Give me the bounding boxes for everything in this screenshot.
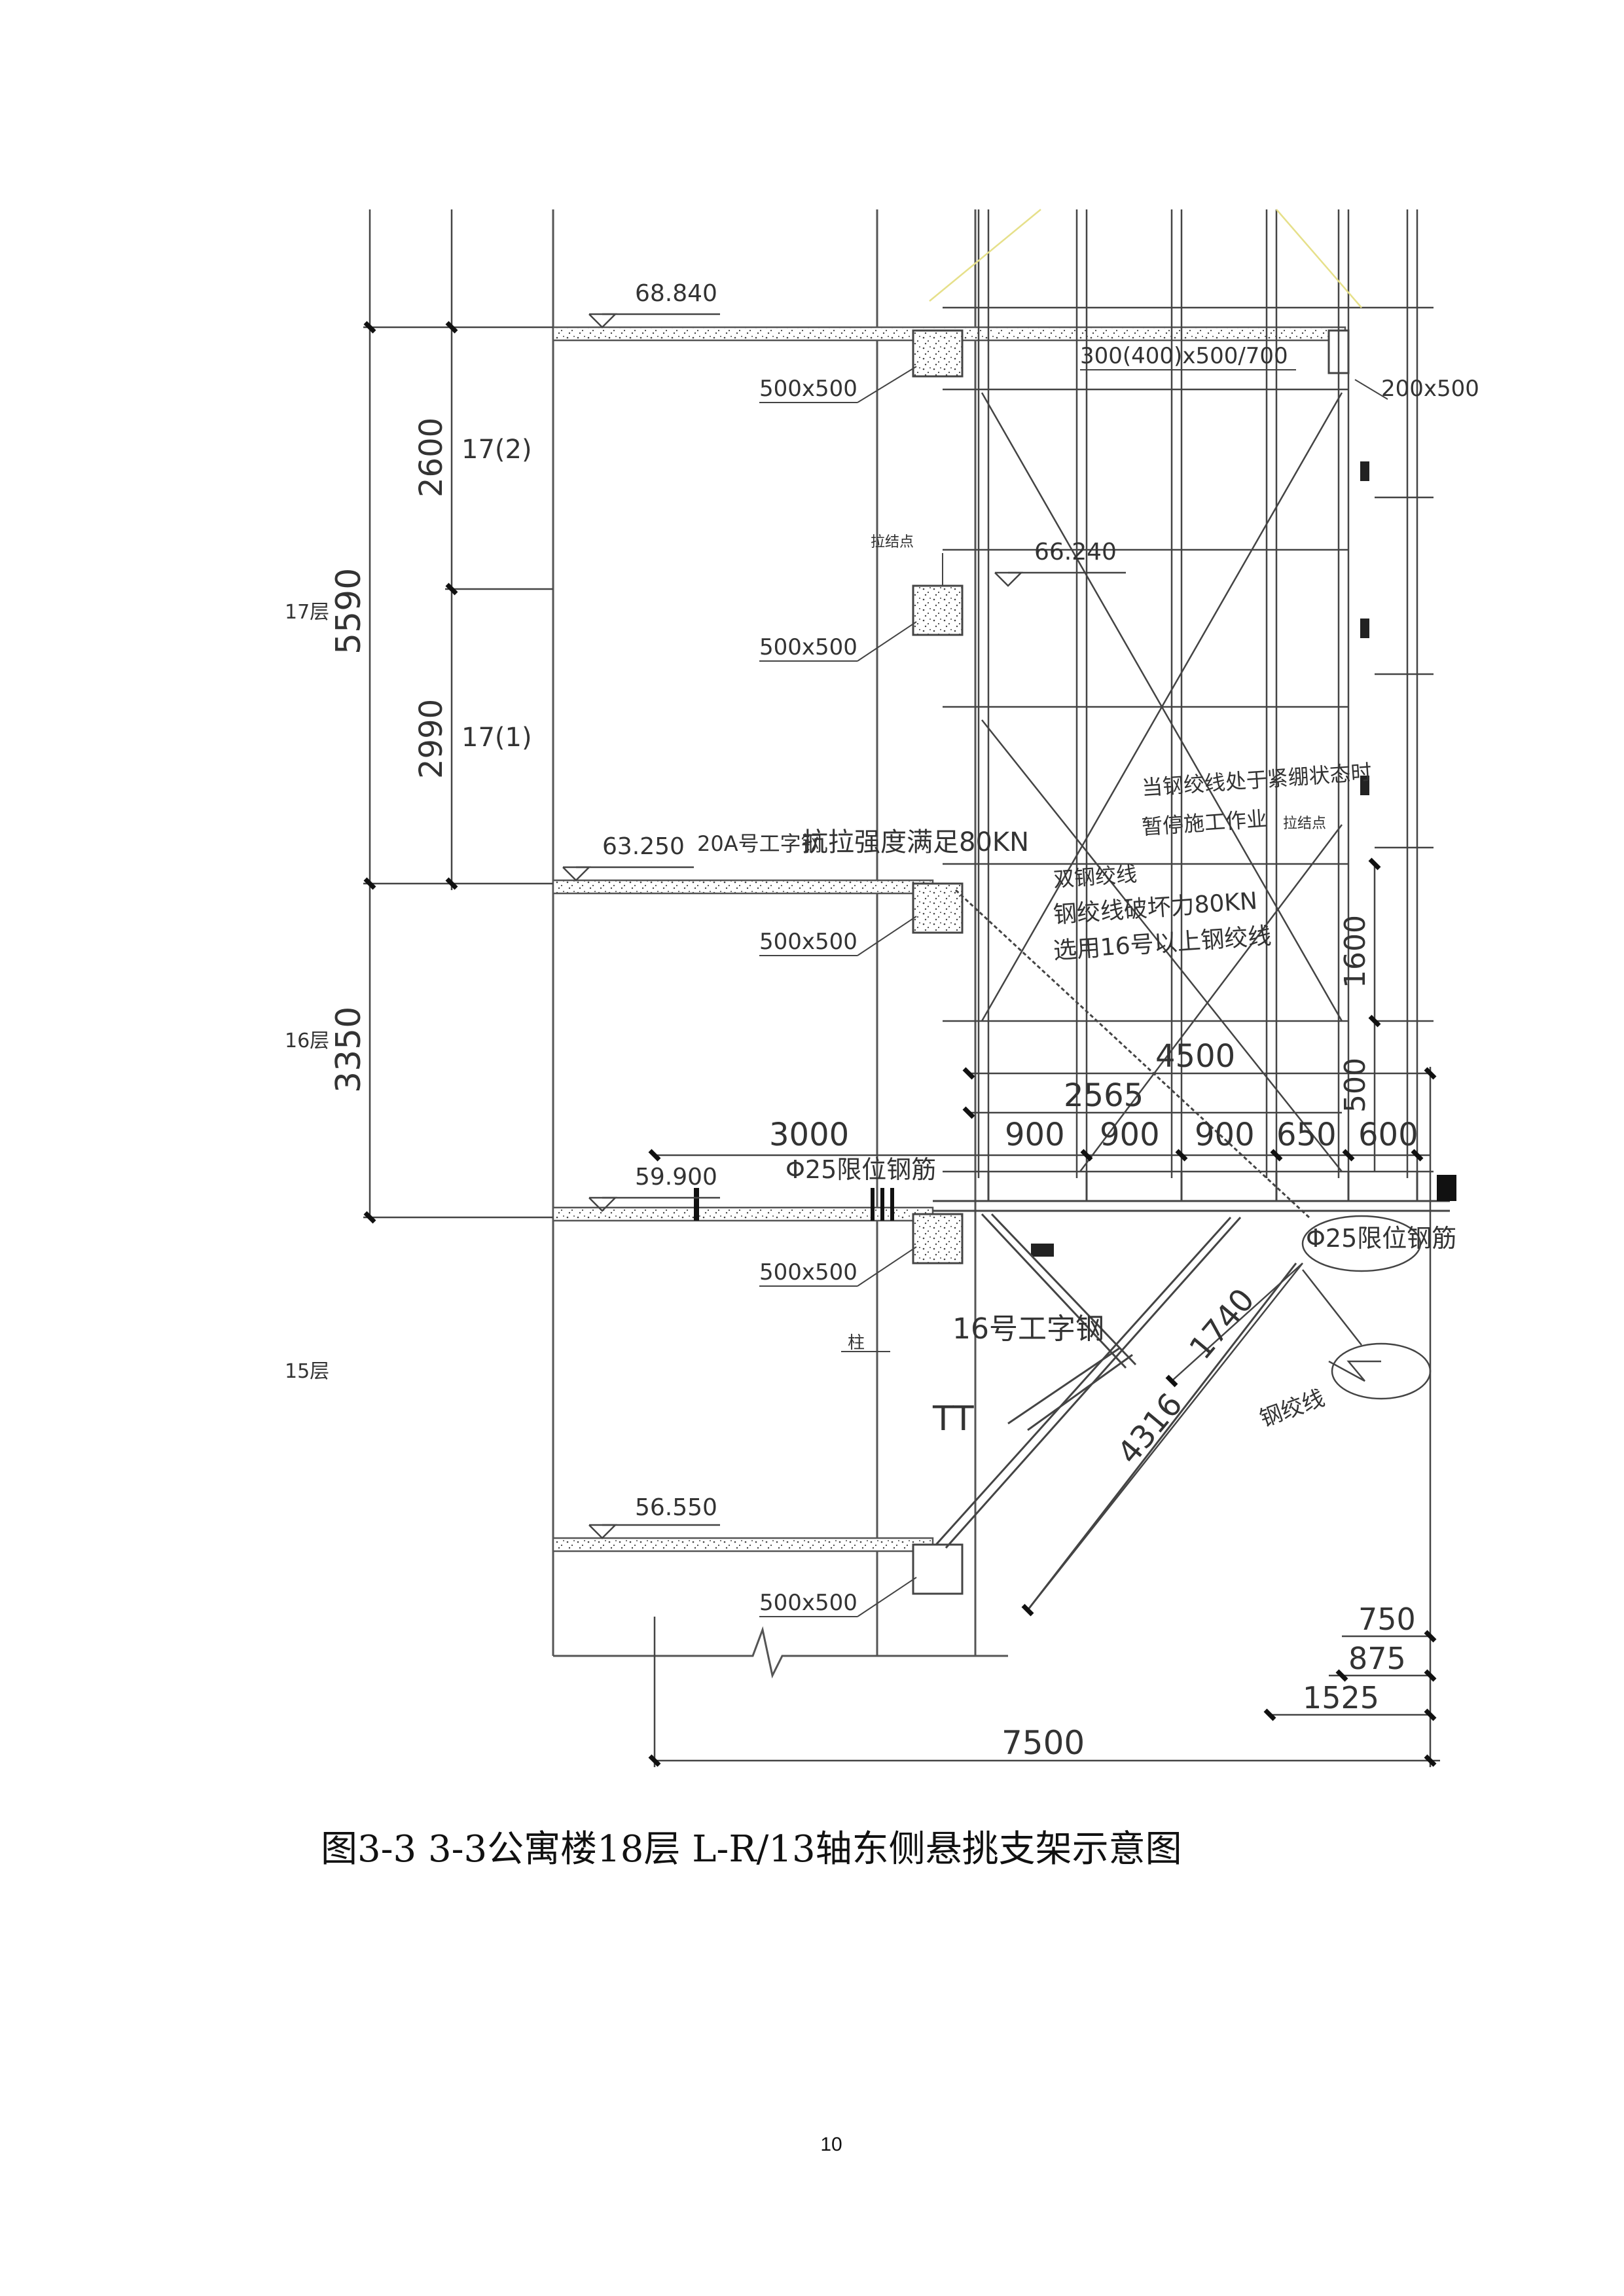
strand-note-3: 双钢绞线 <box>1053 861 1138 892</box>
strand-note-4: 钢绞线破坏力80KN <box>1053 888 1258 929</box>
beam-label-2: 500x500 <box>759 634 857 660</box>
wall-ties <box>1031 461 1369 1257</box>
dimension-lines <box>363 209 1440 1767</box>
sub-floor-17-1: 17(1) <box>461 723 532 753</box>
elevation-66240: 66.240 <box>1034 539 1117 565</box>
column-label: 柱 <box>848 1333 865 1353</box>
floor-label-15: 15层 <box>285 1360 329 1383</box>
dim-7500: 7500 <box>1001 1724 1085 1762</box>
i-beam-16-label: 16号工字钢 <box>952 1312 1104 1346</box>
dim-900-2: 900 <box>1100 1117 1160 1153</box>
tensile-note: 抗拉强度满足80KN <box>802 827 1029 857</box>
beam-label-4: 500x500 <box>759 1259 857 1285</box>
rebar-label-left: Φ25限位钢筋 <box>785 1155 936 1184</box>
elevation-63250: 63.250 <box>602 833 685 860</box>
floor-label-16: 16层 <box>285 1030 329 1052</box>
elevation-59900: 59.900 <box>635 1164 717 1191</box>
slab-56550 <box>552 1537 934 1552</box>
dim-2565: 2565 <box>1064 1077 1144 1114</box>
elevation-56550: 56.550 <box>635 1494 717 1521</box>
scaffold-frame <box>943 209 1434 1178</box>
dim-4316: 4316 <box>1110 1386 1189 1471</box>
slab-59900 <box>552 1206 934 1222</box>
dim-900-1: 900 <box>1005 1117 1065 1153</box>
beam-label-3: 500x500 <box>759 929 857 955</box>
beam-label-5: 500x500 <box>759 1590 857 1616</box>
dim-4500: 4500 <box>1155 1038 1235 1075</box>
beam-1 <box>912 329 964 378</box>
dim-875: 875 <box>1348 1641 1406 1676</box>
figure-caption: 图3-3 3-3公寓楼18层 L-R/13轴东侧悬挑支架示意图 <box>321 1828 1182 1871</box>
elevation-markers <box>562 313 1126 1539</box>
sub-floor-17-2: 17(2) <box>461 435 532 465</box>
tie-point-label-left: 拉结点 <box>871 534 914 550</box>
dim-5590: 5590 <box>329 568 369 655</box>
cantilever-support <box>933 889 1450 1611</box>
beam-label-top: 300(400)x500/700 <box>1080 343 1288 369</box>
dim-1600: 1600 <box>1339 915 1372 988</box>
floor-label-17: 17层 <box>285 601 329 624</box>
building-structure <box>552 209 1008 1679</box>
dim-1525: 1525 <box>1303 1680 1379 1715</box>
rebar-markers <box>694 1175 1456 1221</box>
rebar-label-right: Φ25限位钢筋 <box>1306 1224 1456 1253</box>
dim-3350: 3350 <box>329 1007 369 1093</box>
beam-label-1: 500x500 <box>759 376 857 402</box>
dim-2990: 2990 <box>413 699 450 779</box>
yellow-guide-lines <box>929 209 1362 308</box>
rebar-callout <box>1301 1215 1422 1272</box>
strand-label: 钢绞线 <box>1256 1385 1328 1432</box>
dim-3000: 3000 <box>769 1117 849 1153</box>
beam-3 <box>912 882 964 934</box>
dim-500: 500 <box>1339 1058 1372 1113</box>
dim-900-3: 900 <box>1195 1117 1255 1153</box>
beam-5 <box>912 1543 964 1595</box>
beam-4 <box>912 1213 964 1265</box>
strand-note-5: 选用16号以上钢绞线 <box>1053 923 1272 965</box>
slab-63250 <box>552 879 934 895</box>
i-beam-20a-label: 20A号工字钢 <box>697 831 822 856</box>
elevation-68840: 68.840 <box>635 280 717 307</box>
strand-note-2: 暂停施工作业 <box>1141 806 1268 840</box>
pi-symbol: TT <box>932 1399 974 1439</box>
dimension-ticks <box>363 321 1437 1767</box>
leader-lines <box>759 366 1388 1617</box>
dim-750: 750 <box>1358 1602 1416 1637</box>
beam-label-right: 200x500 <box>1381 376 1479 402</box>
beam-2 <box>912 584 964 636</box>
dim-600: 600 <box>1358 1117 1418 1153</box>
strand-note-1: 当钢绞线处于紧绷状态时 <box>1141 760 1373 800</box>
page-number: 10 <box>820 2134 842 2155</box>
dim-650: 650 <box>1276 1117 1337 1153</box>
tie-point-label-right: 拉结点 <box>1283 816 1326 832</box>
dim-2600: 2600 <box>413 418 450 497</box>
